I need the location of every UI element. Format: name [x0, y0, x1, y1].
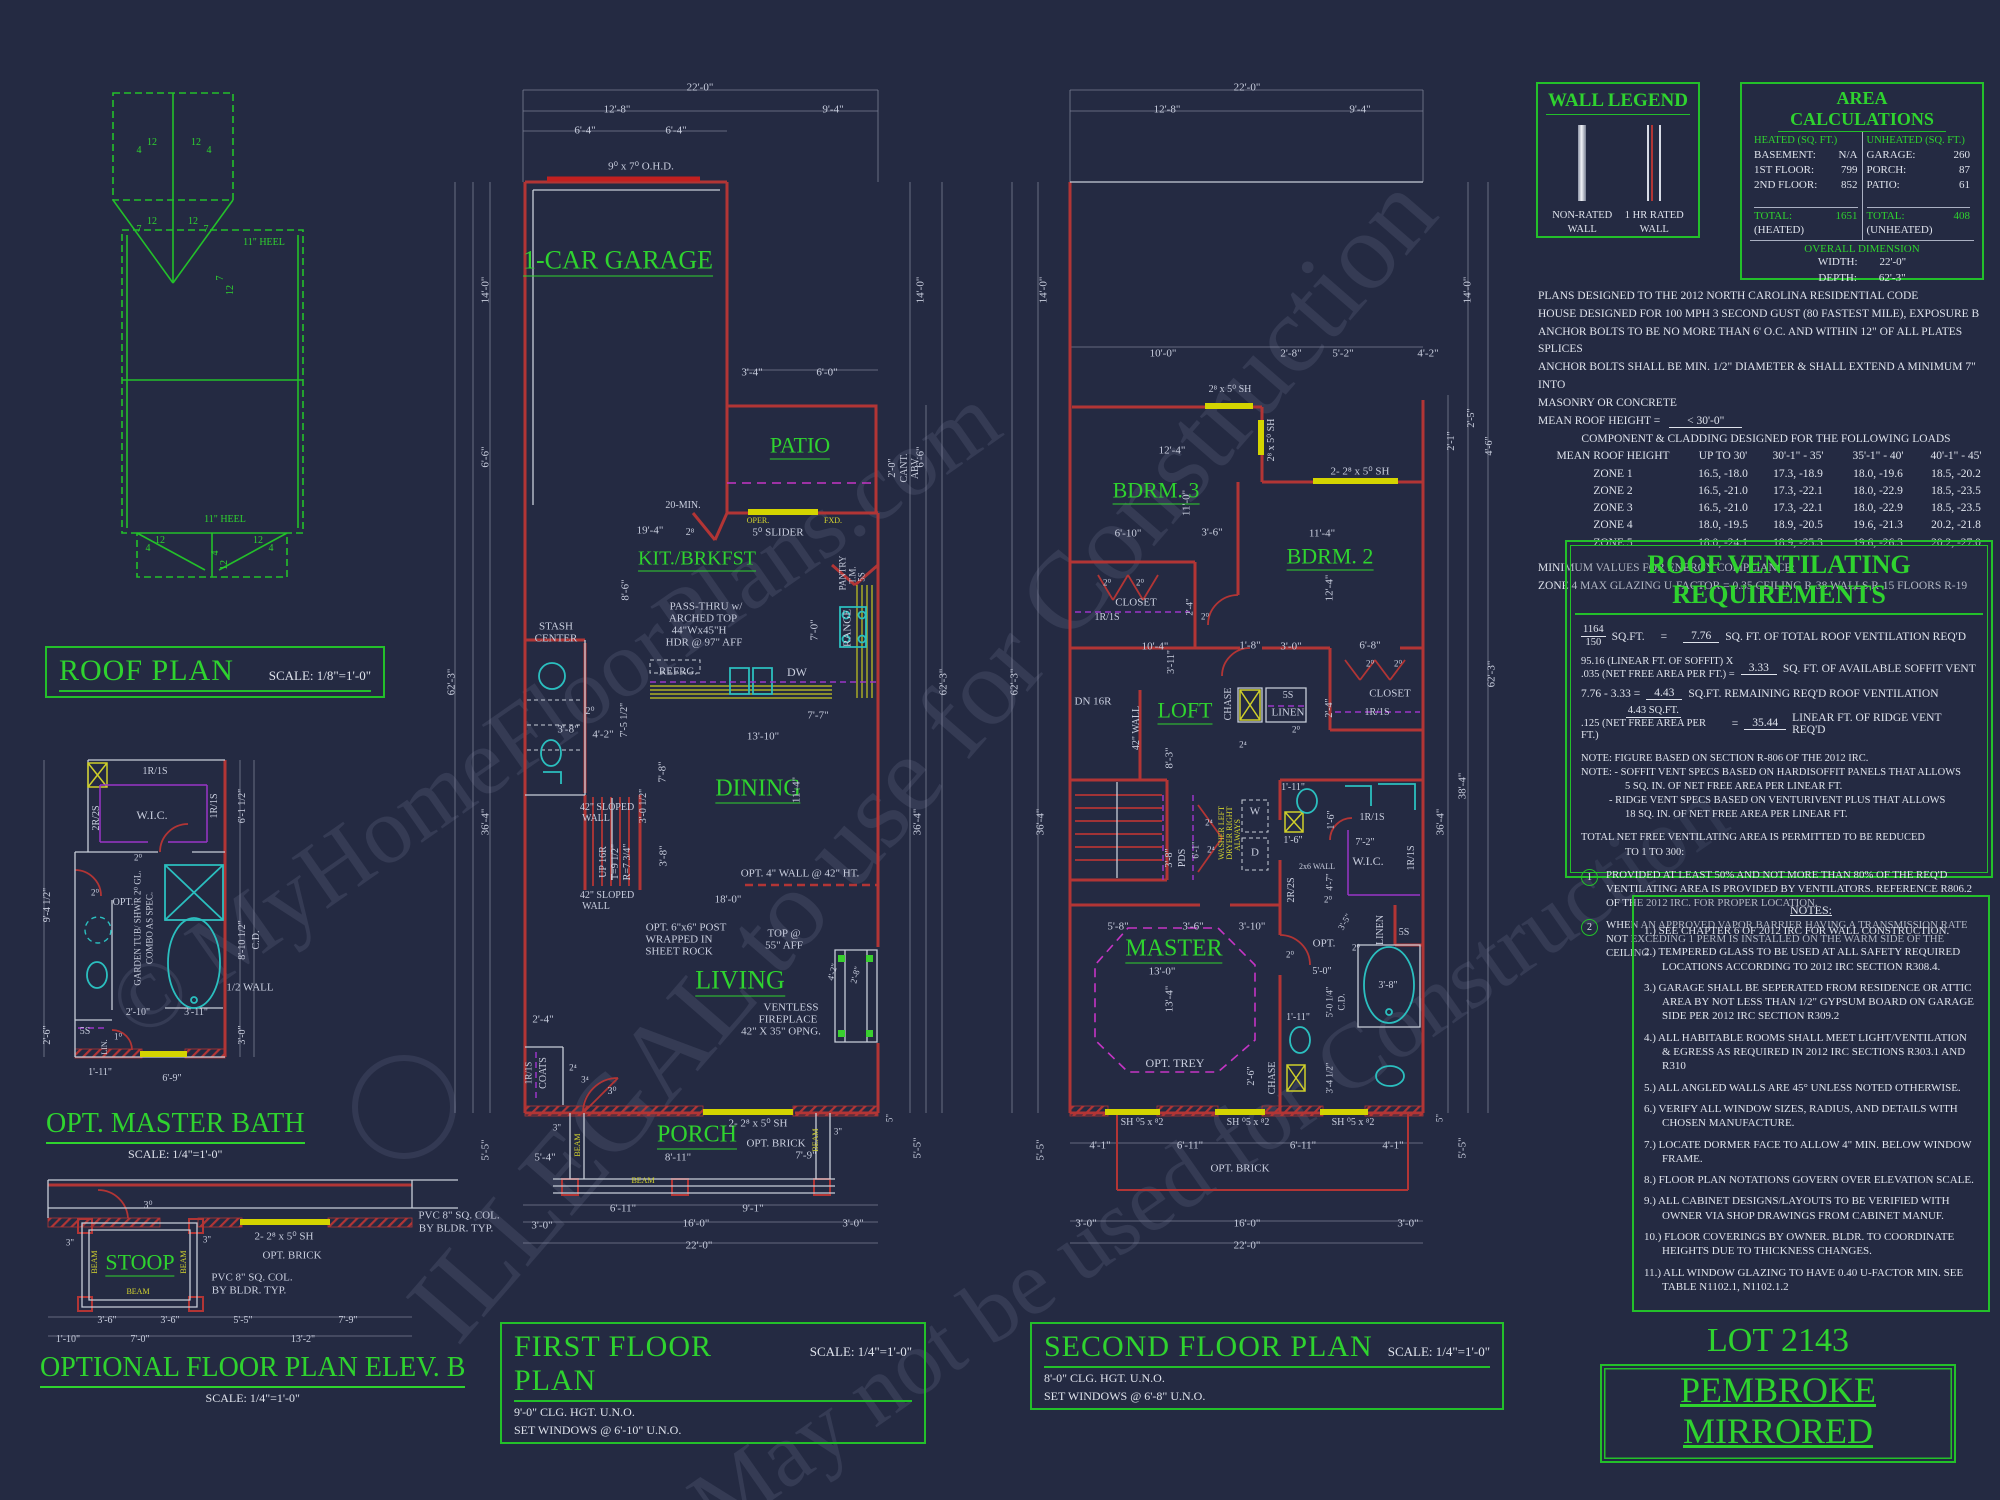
notes-title: NOTES:: [1790, 903, 1832, 917]
watermark-stamp-circle: [352, 1055, 456, 1159]
first-floor-scale: SCALE: 1/4"=1'-0": [809, 1344, 912, 1359]
one-hr-rated-wall-symbol: [1647, 125, 1662, 201]
note-item: 3.) GARAGE SHALL BE SEPERATED FROM RESID…: [1644, 981, 1975, 1023]
code-notes-block: PLANS DESIGNED TO THE 2012 NORTH CAROLIN…: [1538, 288, 1994, 595]
note-item: 9.) ALL CABINET DESIGNS/LAYOUTS TO BE VE…: [1644, 1195, 1950, 1222]
roof-vent-total-note: TOTAL NET FREE VENTILATING AREA IS PERMI…: [1581, 832, 1926, 858]
overall-dimension-title: OVERALL DIMENSION: [1804, 243, 1920, 256]
lot-title-block: LOT 2143 PEMBROKE MIRRORED: [1600, 1322, 1956, 1463]
heated-total-value: 1651: [1835, 209, 1858, 222]
unheated-total-row: TOTAL: (UNHEATED) 408: [1866, 206, 1971, 239]
optional-elev-b-title-block: OPTIONAL FLOOR PLAN ELEV. B SCALE: 1/4"=…: [40, 1352, 466, 1406]
note-item: 4.) ALL HABITABLE ROOMS SHALL MEET LIGHT…: [1644, 1031, 1967, 1073]
code-note-line: ANCHOR BOLTS TO BE NO MORE THAN 6' O.C. …: [1538, 325, 1963, 356]
code-note-line: HOUSE DESIGNED FOR 100 MPH 3 SECOND GUST…: [1538, 307, 1980, 320]
energy-compliance-line1: MINIMUM VALUES FOR ENERGY COMPLIANCE:: [1538, 561, 1795, 574]
plan-name-box: PEMBROKE MIRRORED: [1600, 1364, 1956, 1463]
opt-master-bath-title-block: OPT. MASTER BATH SCALE: 1/4"=1'-0": [46, 1108, 305, 1162]
overall-depth-row: DEPTH:62'-3": [1818, 271, 1906, 284]
opt-master-bath-title: OPT. MASTER BATH: [46, 1108, 305, 1144]
first-floor-title-box: FIRST FLOOR PLAN SCALE: 1/4"=1'-0" 9'-0"…: [500, 1322, 926, 1444]
note-item: 6.) VERIFY ALL WINDOW SIZES, RADIUS, AND…: [1644, 1102, 1958, 1130]
roof-plan-title: ROOF PLAN: [59, 654, 234, 687]
opt-master-bath-scale: SCALE: 1/4"=1'-0": [128, 1147, 223, 1161]
non-rated-wall-symbol: [1578, 125, 1587, 201]
second-floor-title: SECOND FLOOR PLAN: [1044, 1330, 1373, 1363]
circled-2-icon: 2: [1581, 918, 1598, 936]
second-floor-note-clg: 8'-0" CLG. HGT. U.N.O.: [1044, 1371, 1165, 1385]
first-floor-note-windows: SET WINDOWS @ 6'-10" U.N.O.: [514, 1423, 682, 1437]
note-item: 8.) FLOOR PLAN NOTATIONS GOVERN OVER ELE…: [1644, 1174, 1974, 1187]
general-notes-panel: NOTES: 1.) SEE CHAPTER 6 OF 2012 IRC FOR…: [1632, 895, 1990, 1312]
heated-row: 2ND FLOOR:852: [1754, 178, 1858, 191]
roof-vent-formula-2: 95.16 (LINEAR FT. OF SOFFIT) X.035 (NET …: [1581, 656, 1976, 680]
plan-name-mirrored: MIRRORED: [1682, 1411, 1874, 1452]
plan-name: PEMBROKE: [1679, 1370, 1877, 1410]
unheated-row: GARAGE:260: [1866, 149, 1971, 161]
unheated-header: UNHEATED (SQ. FT.): [1866, 135, 1965, 146]
wall-legend-panel: WALL LEGEND NON-RATED WALL 1 HR RATED WA…: [1536, 82, 1700, 238]
overall-width-row: WIDTH:22'-0": [1817, 256, 1907, 269]
roof-vent-item-1: 1 PROVIDED AT LEAST 50% AND NOT MORE THA…: [1581, 868, 1977, 910]
heated-total-row: TOTAL: (HEATED) 1651: [1754, 206, 1858, 239]
unheated-row: PATIO:61: [1866, 178, 1971, 191]
heated-header: HEATED (SQ. FT.): [1754, 135, 1838, 146]
heated-row: BASEMENT:N/A: [1754, 149, 1858, 161]
note-item: 10.) FLOOR COVERINGS BY OWNER. BLDR. TO …: [1644, 1231, 1955, 1258]
second-floor-scale: SCALE: 1/4"=1'-0": [1387, 1344, 1490, 1359]
code-note-line: PLANS DESIGNED TO THE 2012 NORTH CAROLIN…: [1538, 290, 1919, 302]
area-calculations-title: AREA CALCULATIONS: [1778, 88, 1946, 132]
non-rated-wall-label: NON-RATED WALL: [1552, 210, 1613, 235]
one-hr-rated-wall-label: 1 HR RATED WALL: [1624, 210, 1684, 235]
note-item: 2.) TEMPERED GLASS TO BE USED AT ALL SAF…: [1644, 946, 1961, 973]
roof-vent-title: ROOF VENTILATING REQUIREMENTS: [1575, 550, 1983, 615]
lot-number: LOT 2143: [1707, 1322, 1849, 1359]
energy-compliance-line2: ZONE 4 MAX GLAZING U-FACTOR = 0.35 CEILI…: [1538, 579, 1968, 592]
roof-vent-formula-3: 7.76 - 3.33 = 4.43 SQ.FT. REMAINING REQ'…: [1581, 687, 1939, 701]
first-floor-title: FIRST FLOOR PLAN: [514, 1330, 713, 1397]
roof-vent-notes: NOTE: FIGURE BASED ON SECTION R-806 OF T…: [1581, 752, 1962, 821]
roof-vent-item-2: 2 WHEN AN APPROVED VAPOR BARRIER HAVING …: [1581, 918, 1977, 960]
second-floor-title-box: SECOND FLOOR PLAN SCALE: 1/4"=1'-0" 8'-0…: [1030, 1322, 1504, 1410]
code-note-line: ANCHOR BOLTS SHALL BE MIN. 1/2" DIAMETER…: [1538, 361, 1976, 392]
first-floor-note-clg: 9'-0" CLG. HGT. U.N.O.: [514, 1405, 635, 1419]
cladding-title: COMPONENT & CLADDING DESIGNED FOR THE FO…: [1581, 432, 1951, 445]
area-calculations-panel: AREA CALCULATIONS HEATED (SQ. FT.) BASEM…: [1740, 82, 1984, 284]
unheated-total-value: 408: [1953, 209, 1971, 222]
unheated-row: PORCH:87: [1866, 163, 1971, 176]
roof-plan-scale: SCALE: 1/8"=1'-0": [268, 668, 371, 683]
roof-vent-formula-4: 4.43 SQ.FT..125 (NET FREE AREA PER FT.) …: [1581, 705, 1942, 742]
code-note-line: MASONRY OR CONCRETE: [1538, 396, 1677, 409]
optional-elev-b-scale: SCALE: 1/4"=1'-0": [205, 1391, 300, 1405]
optional-elev-b-title: OPTIONAL FLOOR PLAN ELEV. B: [40, 1352, 466, 1388]
heated-row: 1ST FLOOR:799: [1754, 163, 1858, 176]
roof-plan-title-box: ROOF PLAN SCALE: 1/8"=1'-0": [45, 646, 385, 698]
second-floor-note-windows: SET WINDOWS @ 6'-8" U.N.O.: [1044, 1389, 1206, 1403]
note-item: 5.) ALL ANGLED WALLS ARE 45° UNLESS NOTE…: [1644, 1081, 1961, 1094]
circled-1-icon: 1: [1581, 868, 1598, 886]
note-item: 7.) LOCATE DORMER FACE TO ALLOW 4" MIN. …: [1644, 1138, 1972, 1165]
wall-legend-title: WALL LEGEND: [1546, 90, 1690, 115]
mean-roof-height-value: < 30'-0": [1669, 414, 1743, 428]
mean-roof-height-line: MEAN ROOF HEIGHT = < 30'-0": [1538, 413, 1994, 431]
note-item: 1.) SEE CHAPTER 6 OF 2012 IRC FOR WALL C…: [1644, 925, 1950, 937]
note-item: 11.) ALL WINDOW GLAZING TO HAVE 0.40 U-F…: [1644, 1266, 1964, 1293]
